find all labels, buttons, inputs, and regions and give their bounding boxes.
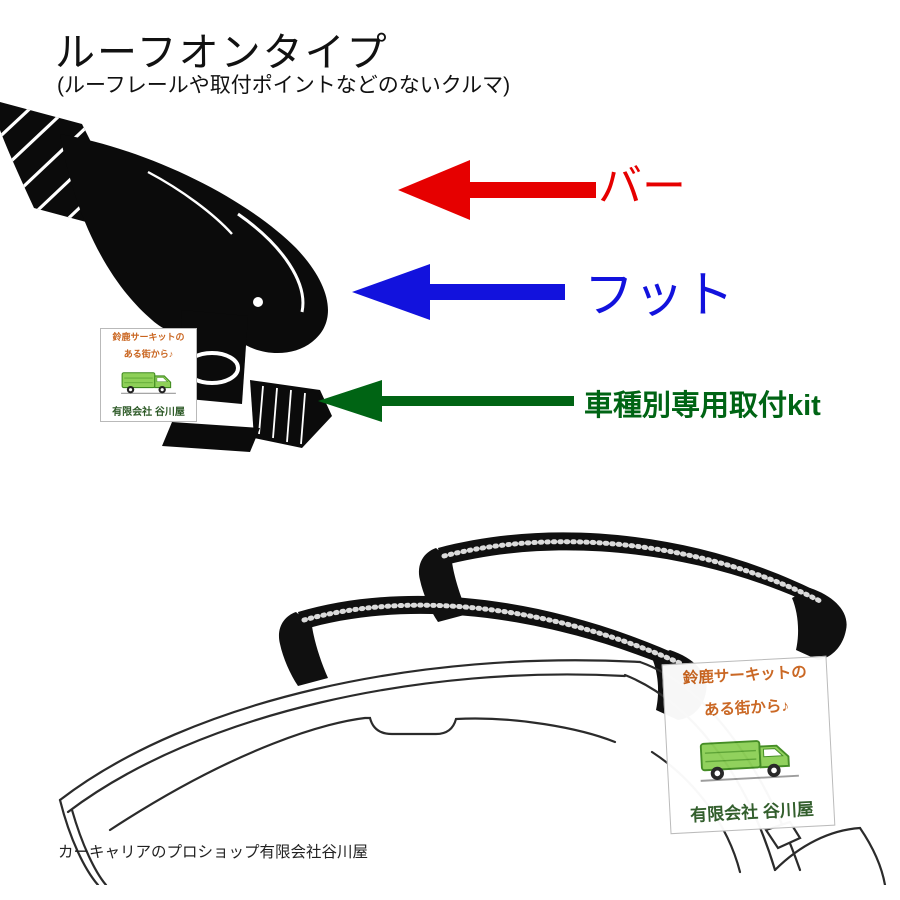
body-highlight-2 bbox=[147, 170, 233, 235]
foot-label: フット bbox=[584, 267, 734, 323]
watermark-sticker-large: 鈴鹿サーキットの ある街から♪ 有限会社 谷川屋 bbox=[661, 655, 836, 835]
crossbar-front-texture bbox=[441, 539, 825, 605]
footer-shop-text: カーキャリアのプロショップ有限会社谷川屋 bbox=[58, 844, 369, 861]
kit-bracket-hatch bbox=[258, 385, 306, 445]
watermark-tagline-line1: 鈴鹿サーキットの bbox=[112, 332, 185, 342]
crossbar-rear-texture bbox=[301, 602, 685, 667]
kit-bracket bbox=[250, 380, 332, 448]
bar-arrow-icon bbox=[398, 160, 596, 220]
kit-arrow-icon bbox=[318, 380, 574, 422]
page-subtitle: (ルーフレールや取付ポイントなどのないクルマ) bbox=[57, 74, 511, 97]
page-title: ルーフオンタイプ bbox=[55, 31, 389, 75]
foot-arrow-icon bbox=[352, 264, 565, 320]
watermark-company: 有限会社 谷川屋 bbox=[689, 799, 815, 826]
bar-label: バー bbox=[598, 162, 686, 211]
body-highlight bbox=[237, 212, 305, 313]
watermark-sticker-small: 鈴鹿サーキットの ある街から♪ 有限会社 谷川屋 bbox=[100, 328, 197, 422]
watermark-tagline-line2: ある街から♪ bbox=[123, 349, 174, 360]
crossbar-rear bbox=[278, 595, 707, 720]
truck-icon bbox=[699, 740, 799, 782]
watermark-tagline-line2: ある街から♪ bbox=[703, 697, 790, 719]
body-dot bbox=[253, 297, 263, 307]
watermark-tagline-line1: 鈴鹿サーキットの bbox=[682, 663, 808, 688]
kit-label: 車種別専用取付kit bbox=[584, 390, 821, 422]
watermark-company: 有限会社 谷川屋 bbox=[112, 407, 185, 418]
foot-pad bbox=[162, 422, 260, 452]
car-outline bbox=[58, 659, 887, 885]
truck-icon bbox=[120, 371, 176, 394]
